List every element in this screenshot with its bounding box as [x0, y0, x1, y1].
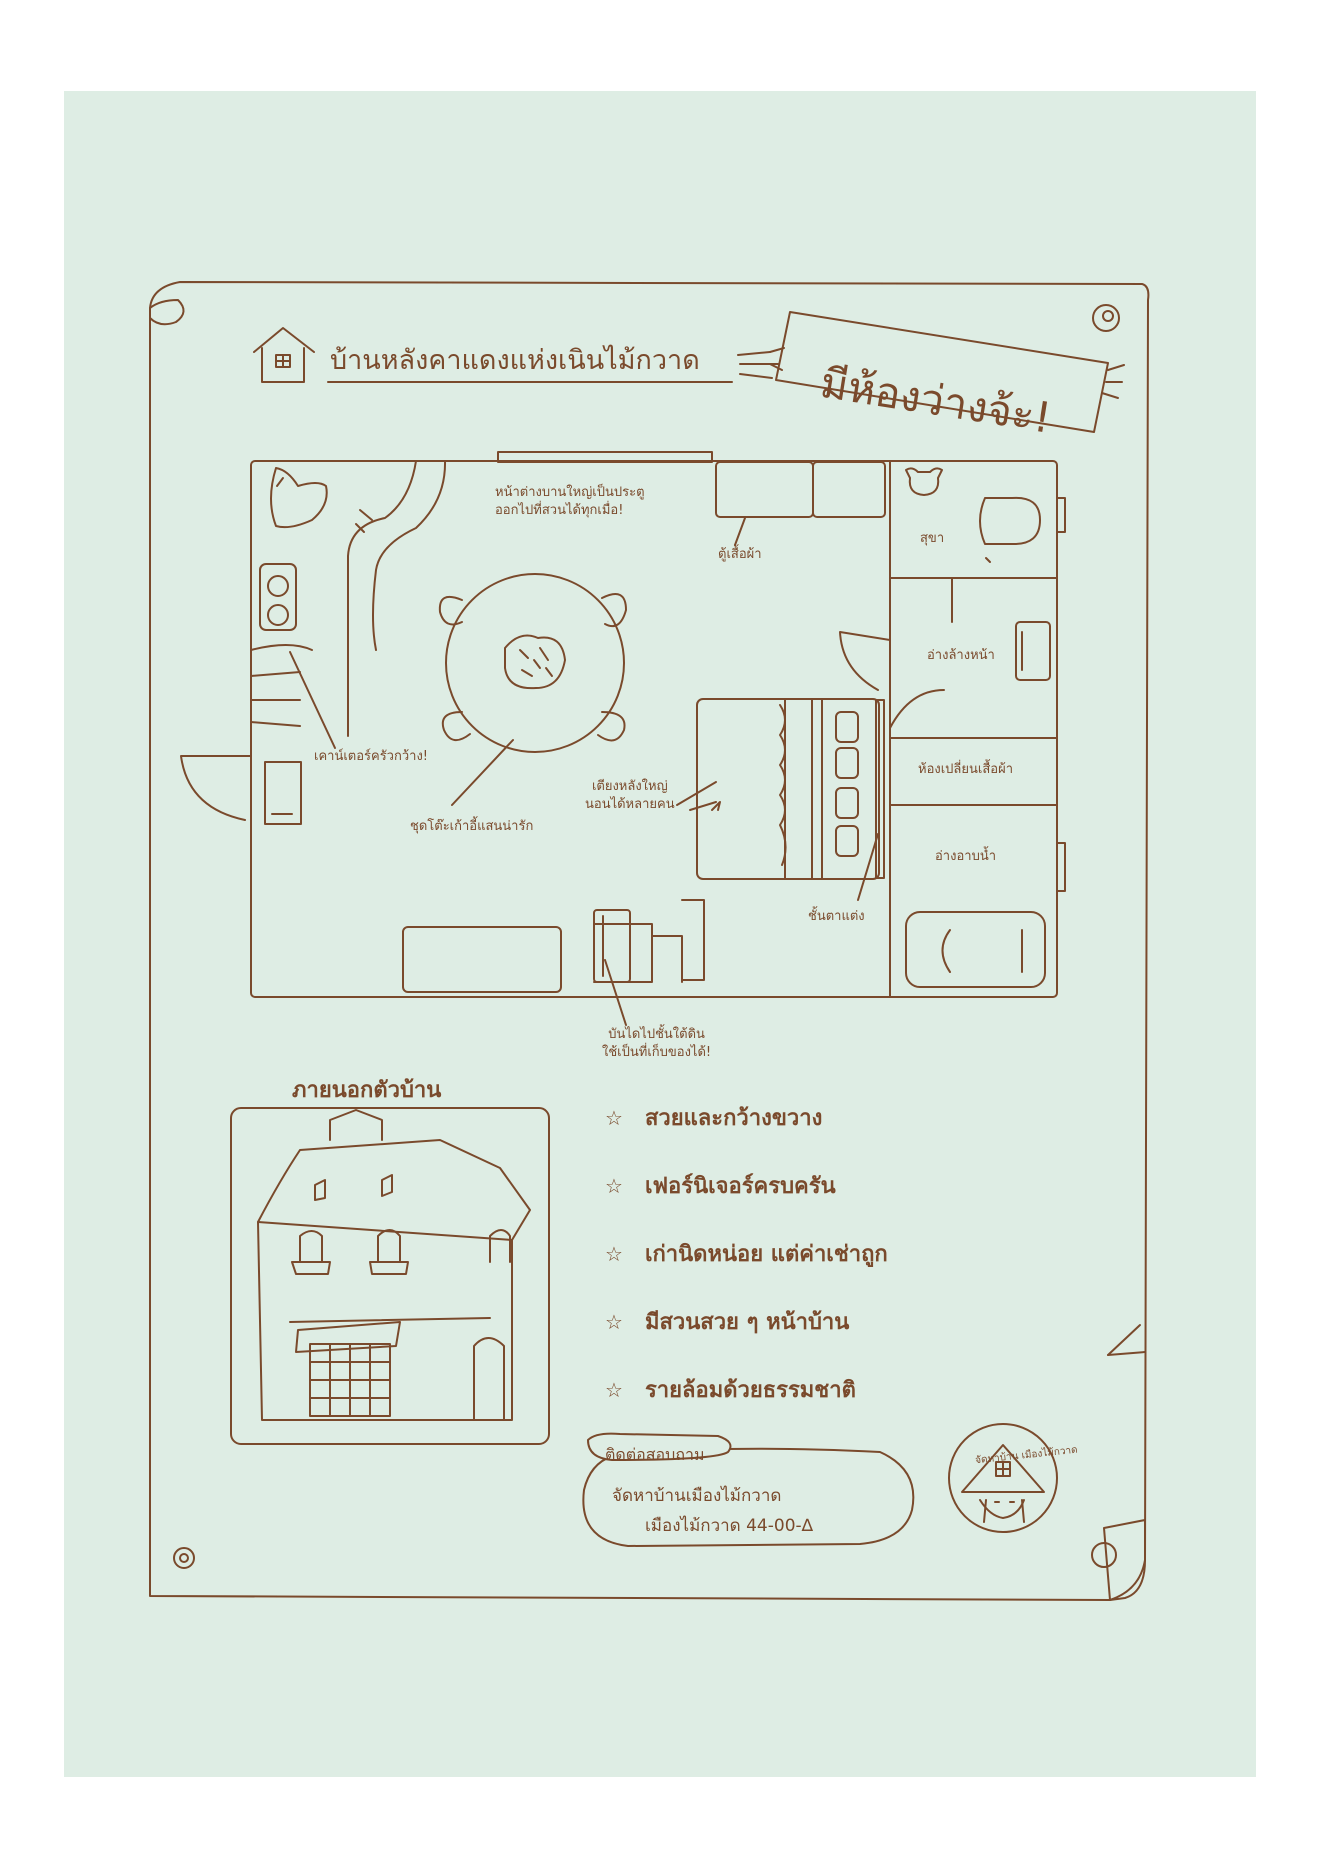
- bed-label: เตียงหลังใหญ่ นอนได้หลายคน: [585, 778, 675, 814]
- leader-lines: [289, 517, 879, 1026]
- exterior-title: ภายนอกตัวบ้าน: [292, 1078, 442, 1103]
- bed-label-line-1: เตียงหลังใหญ่: [591, 779, 668, 794]
- window-note-line-1: หน้าต่างบานใหญ่เป็นประตู: [495, 485, 645, 500]
- badge-sign: [769, 311, 1125, 433]
- star-icon: ☆: [605, 1173, 623, 1198]
- contact-box: [582, 1432, 915, 1547]
- feature-text: รายล้อมด้วยธรรมชาติ: [644, 1378, 856, 1403]
- contact-tag: ติดต่อสอบถาม: [605, 1445, 705, 1464]
- stamp: [948, 1423, 1058, 1533]
- poster-title: บ้านหลังคาแดงแห่งเนินไม้กวาด: [330, 345, 700, 376]
- toilet-label: สุขา: [920, 531, 945, 546]
- feature-text: สวยและกว้างขวาง: [644, 1106, 823, 1131]
- star-icon: ☆: [605, 1241, 623, 1266]
- house-icon: [253, 327, 315, 383]
- washbasin-label: อ่างล้างหน้า: [927, 648, 995, 663]
- window-note-line-2: ออกไปที่สวนได้ทุกเมื่อ!: [495, 503, 624, 518]
- feature-text: มีสวนสวย ๆ หน้าบ้าน: [644, 1310, 850, 1335]
- dining-set-label: ชุดโต๊ะเก้าอี้แสนน่ารัก: [410, 819, 534, 834]
- contact-line-2: เมืองไม้กวาด 44-00-∆: [645, 1516, 814, 1536]
- stairs-label: บันไดไปชั้นใต้ดิน ใช้เป็นที่เก็บของได้!: [602, 1026, 711, 1062]
- stairs-label-line-2: ใช้เป็นที่เก็บของได้!: [602, 1045, 712, 1060]
- feature-item: ☆ เฟอร์นิเจอร์ครบครัน: [605, 1168, 836, 1203]
- window-note: หน้าต่างบานใหญ่เป็นประตู ออกไปที่สวนได้ท…: [495, 484, 645, 520]
- feature-item: ☆ สวยและกว้างขวาง: [605, 1100, 822, 1135]
- feature-text: เฟอร์นิเจอร์ครบครัน: [644, 1174, 836, 1199]
- wardrobe-label: ตู้เสื้อผ้า: [718, 547, 762, 562]
- feature-item: ☆ เก่านิดหน่อย แต่ค่าเช่าถูก: [605, 1236, 888, 1271]
- feature-item: ☆ รายล้อมด้วยธรรมชาติ: [605, 1372, 856, 1407]
- star-icon: ☆: [605, 1309, 623, 1334]
- exterior-illustration: [230, 1107, 550, 1445]
- dressing-room-label: ห้องเปลี่ยนเสื้อผ้า: [918, 762, 1013, 777]
- star-icon: ☆: [605, 1105, 623, 1130]
- counter-label: เคาน์เตอร์ครัวกว้าง!: [314, 749, 429, 764]
- bed-label-line-2: นอนได้หลายคน: [585, 797, 675, 812]
- shelf-label: ชั้นตาแต่ง: [808, 909, 865, 924]
- contact-line-1: จัดหาบ้านเมืองไม้กวาด: [612, 1486, 782, 1506]
- floor-plan: [180, 451, 1066, 998]
- poster-frame: [148, 281, 1150, 1601]
- stairs-label-line-1: บันไดไปชั้นใต้ดิน: [608, 1027, 705, 1042]
- feature-text: เก่านิดหน่อย แต่ค่าเช่าถูก: [644, 1242, 888, 1267]
- feature-item: ☆ มีสวนสวย ๆ หน้าบ้าน: [605, 1304, 849, 1339]
- bathtub-label: อ่างอาบน้ำ: [935, 849, 997, 864]
- star-icon: ☆: [605, 1377, 623, 1402]
